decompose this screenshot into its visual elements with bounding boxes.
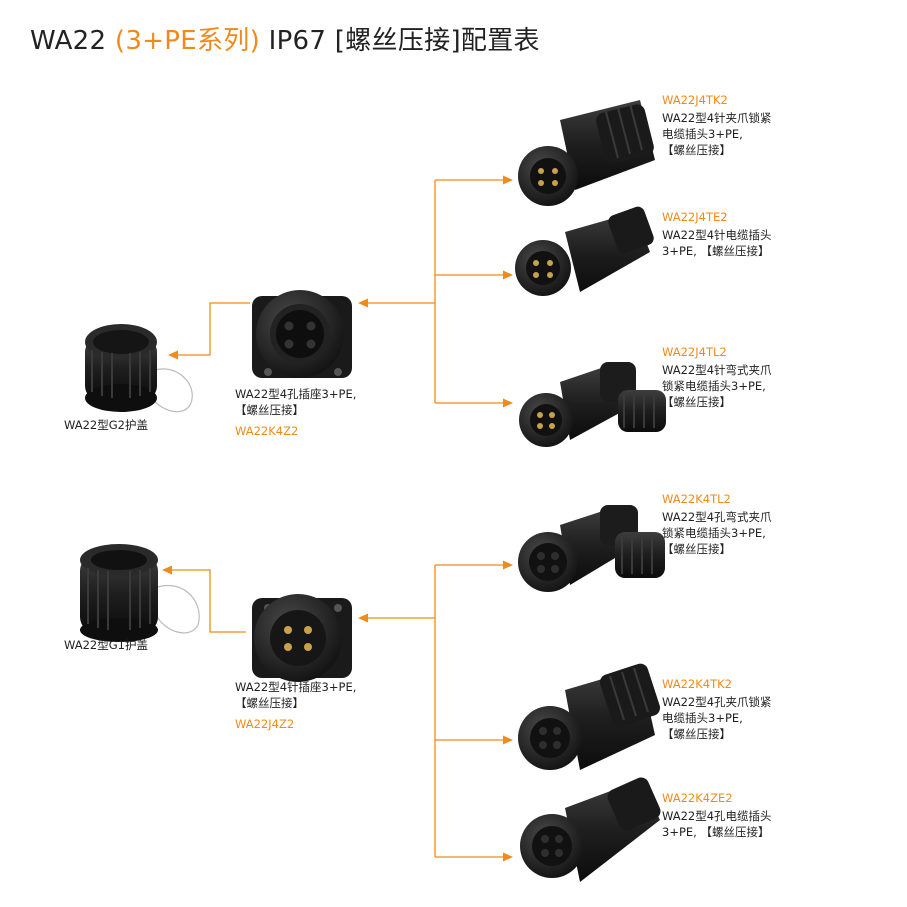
arrow-left-icon [162,566,172,575]
plug-k4ze2-description: WA22型4孔电缆插头 3+PE, 【螺丝压接】 [662,808,772,840]
description-line: 3+PE, 【螺丝压接】 [662,243,772,259]
description-line: WA22型4孔插座3+PE, [235,386,356,402]
plug-k4ze2-image [520,775,663,882]
socket-4-pin-image [252,594,352,682]
plug-k4tk2-description: WA22型4孔夹爪锁紧 电缆插头3+PE, 【螺丝压接】 [662,694,772,742]
plug-k4ze2-code: WA22K4ZE2 [662,791,733,805]
plug-j4tk2-code: WA22J4TK2 [662,93,728,107]
description-line: 【螺丝压接】 [662,541,772,557]
arrow-right-icon [503,176,513,185]
description-line: 【螺丝压接】 [662,726,772,742]
plug-j4tl2-code: WA22J4TL2 [662,345,727,359]
cap-g2-label: WA22型G2护盖 [64,417,148,433]
description-line: 【螺丝压接】 [662,394,772,410]
plug-k4tk2-code: WA22K4TK2 [662,677,732,691]
plug-j4te2-code: WA22J4TE2 [662,210,728,224]
description-line: 锁紧电缆插头3+PE, [662,378,772,394]
plug-j4tk2-description: WA22型4针夹爪锁紧 电缆插头3+PE, 【螺丝压接】 [662,110,772,158]
description-line: 【螺丝压接】 [235,402,356,418]
description-line: 【螺丝压接】 [662,142,772,158]
plug-j4tl2-image [519,362,666,447]
socket-k4z2-code: WA22K4Z2 [235,424,298,438]
description-line: 锁紧电缆插头3+PE, [662,525,772,541]
plug-k4tl2-description: WA22型4孔弯式夹爪 锁紧电缆插头3+PE, 【螺丝压接】 [662,509,772,557]
plug-k4tl2-image [518,505,665,592]
description-line: WA22型4孔弯式夹爪 [662,509,772,525]
socket-k4z2-description: WA22型4孔插座3+PE, 【螺丝压接】 [235,386,356,418]
description-line: 【螺丝压接】 [235,695,356,711]
socket-j4z2-code: WA22J4Z2 [235,717,294,731]
description-line: WA22型4针夹爪锁紧 [662,110,772,126]
description-line: WA22型4孔夹爪锁紧 [662,694,772,710]
arrow-right-icon [503,736,513,745]
arrow-right-icon [503,853,513,862]
plug-j4tl2-description: WA22型4针弯式夹爪 锁紧电缆插头3+PE, 【螺丝压接】 [662,362,772,410]
protective-cap-g2-image [85,324,192,412]
plug-k4tl2-code: WA22K4TL2 [662,492,731,506]
arrow-left-icon [358,614,368,623]
description-line: 电缆插头3+PE, [662,710,772,726]
plug-j4tk2-image [518,100,656,206]
arrow-left-icon [358,299,368,308]
arrow-right-icon [503,399,513,408]
plug-k4tk2-image [518,662,662,770]
socket-4-hole-image [252,290,352,378]
description-line: WA22型4针电缆插头 [662,227,772,243]
plug-j4te2-description: WA22型4针电缆插头 3+PE, 【螺丝压接】 [662,227,772,259]
protective-cap-g1-image [80,544,199,642]
description-line: 3+PE, 【螺丝压接】 [662,824,772,840]
socket-to-cap-line [172,570,246,632]
arrow-right-icon [503,561,513,570]
arrow-right-icon [503,271,513,280]
cap-g1-label: WA22型G1护盖 [64,637,148,653]
description-line: WA22型4孔电缆插头 [662,808,772,824]
socket-to-cap-line [178,303,250,355]
description-line: WA22型4针弯式夹爪 [662,362,772,378]
plug-j4te2-image [515,205,656,296]
arrow-left-icon [168,351,178,360]
description-line: WA22型4针插座3+PE, [235,679,356,695]
socket-j4z2-description: WA22型4针插座3+PE, 【螺丝压接】 [235,679,356,711]
description-line: 电缆插头3+PE, [662,126,772,142]
